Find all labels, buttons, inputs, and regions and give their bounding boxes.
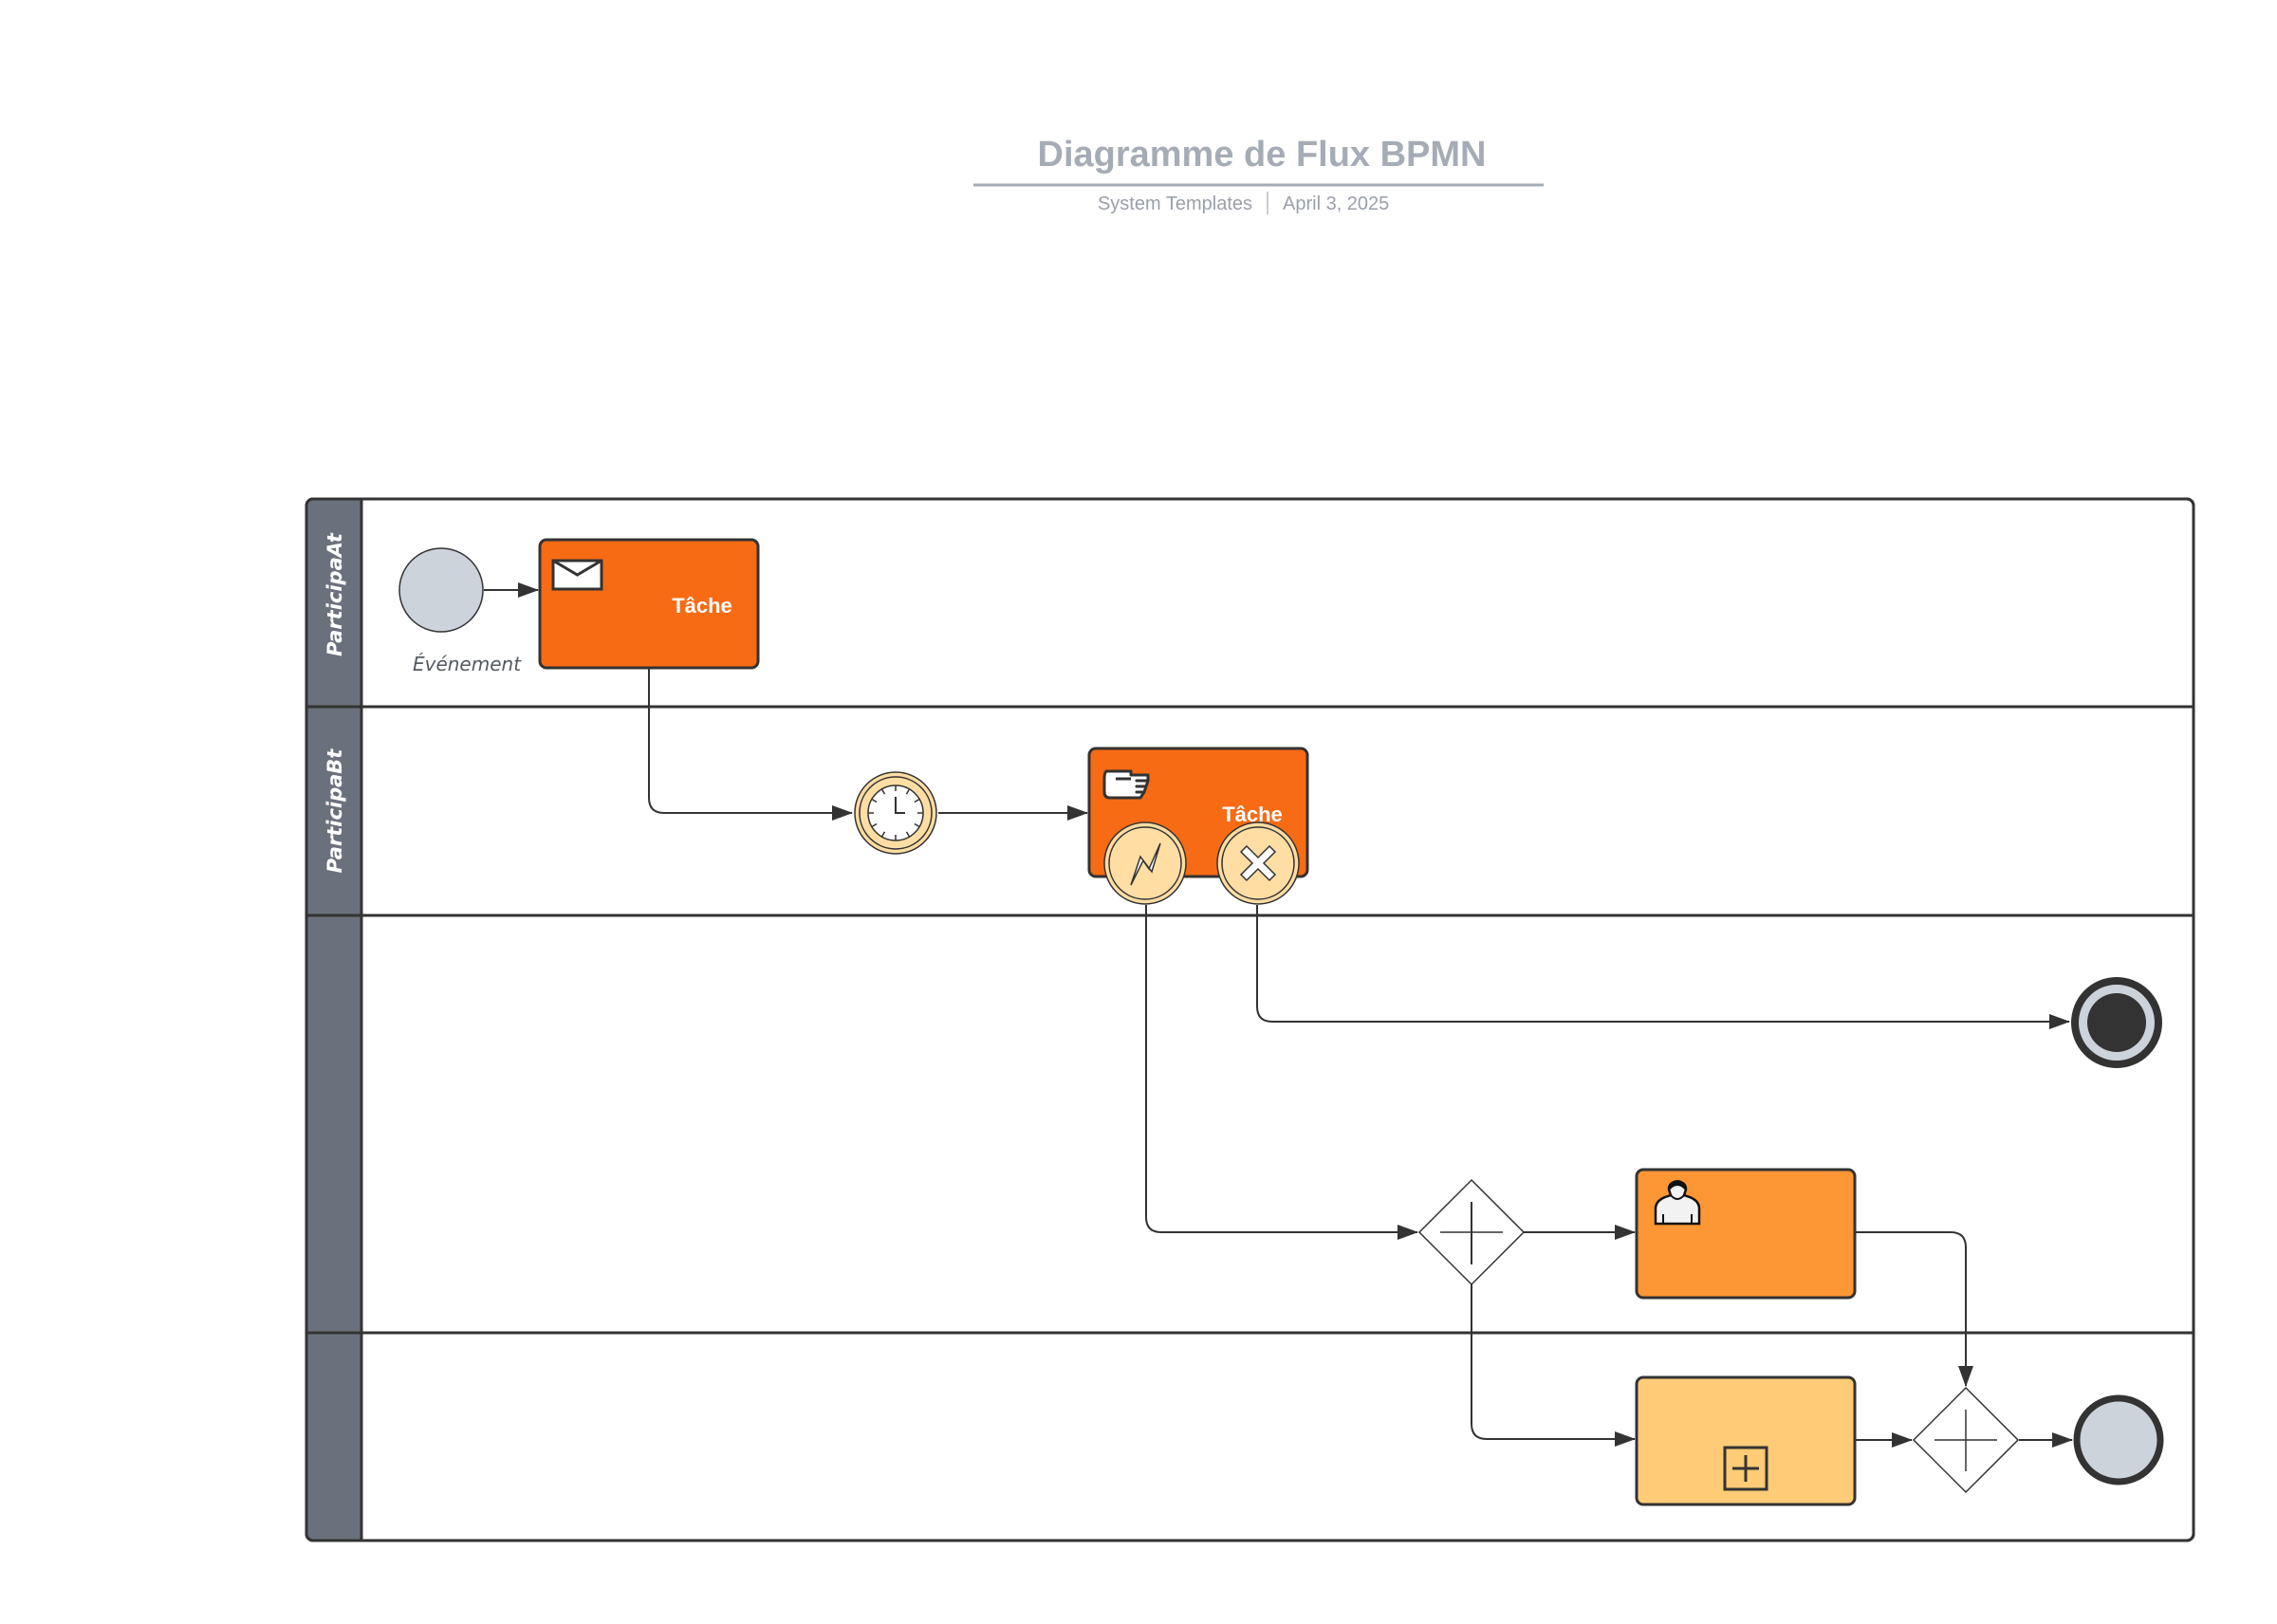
plus-box-icon (1723, 1446, 1768, 1491)
clock-tick (871, 798, 878, 803)
x-cancel-icon (1239, 844, 1277, 882)
diagram-title: Diagramme de Flux BPMN (1038, 135, 1487, 175)
clock-tick (905, 831, 911, 838)
terminate-end-inner (2087, 993, 2146, 1052)
flow-user-task-to-join[interactable] (1856, 1231, 1973, 1387)
plus-icon (1935, 1410, 1997, 1471)
flow-error-to-gateway[interactable] (1145, 905, 1418, 1240)
start-event-circle[interactable] (398, 547, 484, 633)
clock-tick (905, 788, 911, 795)
diagram-header: Diagramme de Flux BPMN System Templates … (973, 135, 1544, 214)
end-event[interactable] (2073, 1394, 2164, 1486)
sequence-flows (484, 582, 2073, 1448)
clock-tick (880, 831, 886, 838)
boundary-error-inner (1108, 826, 1182, 900)
lane-a-label: ParticipaAt (324, 532, 346, 656)
clock-tick (914, 798, 920, 803)
subprocess-box[interactable] (1635, 1375, 1857, 1506)
clock-tick (914, 822, 920, 828)
plus-icon (1440, 1202, 1503, 1264)
terminate-end-event[interactable] (2071, 977, 2162, 1068)
pool-outline (305, 497, 2195, 1542)
clock-tick (880, 788, 886, 795)
date-label: April 3, 2025 (1283, 194, 1389, 214)
user-task[interactable] (1635, 1168, 1857, 1300)
timer-event-inner-ring (859, 776, 933, 850)
flow-cancel-to-terminate[interactable] (1256, 905, 2070, 1029)
parallel-gateway-split[interactable] (1417, 1178, 1526, 1286)
lightning-icon (1130, 842, 1161, 886)
user-icon (1654, 1180, 1701, 1226)
parallel-gateway-join[interactable] (1912, 1386, 2020, 1494)
flow-task-to-timer[interactable] (648, 669, 853, 821)
send-task-label: Tâche (672, 594, 732, 618)
clock-tick (871, 822, 878, 828)
boundary-error-event[interactable] (1103, 821, 1187, 905)
clock-icon (867, 784, 924, 841)
collapsed-subprocess[interactable] (1635, 1375, 1857, 1506)
boundary-cancel-inner (1221, 826, 1295, 900)
lane-b[interactable]: ParticipaBt (324, 748, 346, 874)
lane-header-strip (306, 499, 361, 1541)
author-label: System Templates (1098, 194, 1252, 214)
hand-icon (1102, 769, 1150, 800)
start-event-label: Événement (413, 653, 522, 675)
send-task[interactable]: Tâche (538, 538, 760, 670)
end-event-circle[interactable] (2073, 1394, 2164, 1486)
boundary-cancel-event[interactable] (1216, 821, 1300, 905)
lane-b-label: ParticipaBt (324, 748, 346, 874)
flow-gateway-to-subprocess[interactable] (1471, 1284, 1636, 1447)
envelope-icon (551, 559, 603, 591)
timer-event[interactable] (854, 771, 937, 855)
lane-a[interactable]: ParticipaAt (324, 532, 346, 656)
start-event[interactable]: Événement (398, 547, 522, 675)
